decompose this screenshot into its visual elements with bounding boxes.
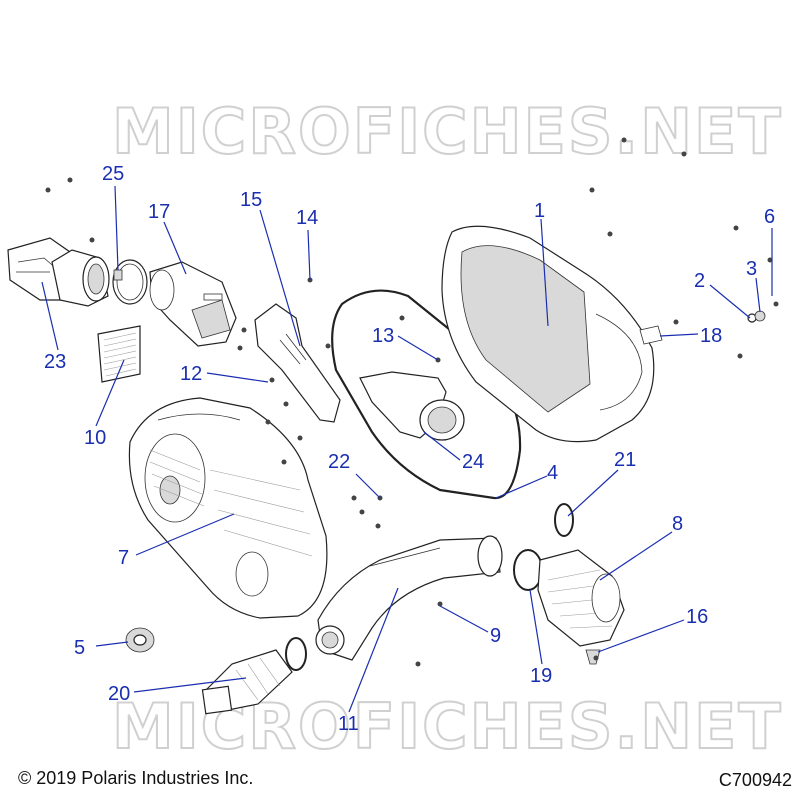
callout-8: 8 [672,513,683,535]
callout-7: 7 [118,547,129,569]
part-25-clamp [112,259,148,305]
callout-24: 24 [462,451,484,473]
part-15-bracket [254,303,341,423]
part-16-drain [585,649,601,665]
part-24-duct [359,371,465,441]
part-17-duct-adapter [149,261,237,347]
callout-14: 14 [296,207,318,229]
callout-labels: 1 2 3 4 5 6 7 8 9 10 11 12 13 14 15 16 1… [44,163,775,735]
callout-25: 25 [102,163,124,185]
callout-6: 6 [764,206,775,228]
callout-13: 13 [372,325,394,347]
callout-23: 23 [44,351,66,373]
clamp-near-20 [285,637,307,671]
part-11-intake-duct [315,535,503,661]
part-5-washer [125,627,155,653]
part-4-drive-belt [331,289,522,500]
callout-22: 22 [328,451,350,473]
part-8-elbow-duct [537,549,625,647]
callout-12: 12 [180,363,202,385]
callout-9: 9 [490,625,501,647]
part-18-decal [639,325,663,345]
callout-2: 2 [694,270,705,292]
fastener-screws [45,137,779,667]
diagram-code: C700942 [718,770,792,790]
callout-16: 16 [686,606,708,628]
part-23-inlet-duct [51,249,110,307]
part-10-filter-screen [97,325,141,383]
callout-20: 20 [108,683,130,705]
callout-11: 11 [338,713,359,735]
part-20-inlet-duct [201,649,293,715]
part-7-inner-cover [128,397,328,619]
part-1-outer-cover [441,225,655,443]
callout-5: 5 [74,637,85,659]
part-3-nut [754,310,766,322]
callout-21: 21 [614,449,636,471]
copyright-text: © 2019 Polaris Industries Inc. [18,768,254,788]
callout-18: 18 [700,325,722,347]
callout-10: 10 [84,427,106,449]
part-21-clamp [554,503,574,537]
callout-19: 19 [530,665,552,687]
callout-15: 15 [240,189,262,211]
callout-1: 1 [534,200,545,222]
watermark-top: MICROFICHES.NET [112,95,783,168]
callout-3: 3 [746,258,757,280]
callout-17: 17 [148,201,170,223]
leader-lines [41,185,773,713]
callout-4: 4 [547,462,558,484]
